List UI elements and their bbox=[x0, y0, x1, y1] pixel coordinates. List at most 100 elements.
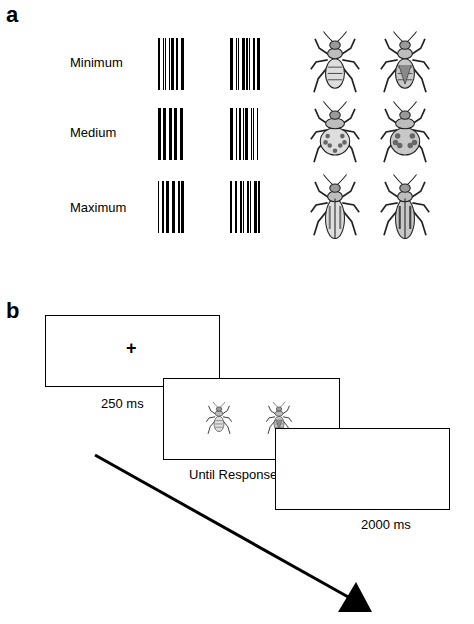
bar bbox=[165, 38, 166, 90]
bug-head bbox=[400, 41, 411, 49]
barcode-stimulus bbox=[158, 108, 183, 160]
bug-thorax bbox=[326, 118, 345, 129]
panel-letter: a bbox=[6, 2, 18, 28]
bug-stripe bbox=[400, 206, 411, 229]
bug-leg bbox=[315, 109, 329, 125]
bug-leg bbox=[311, 130, 328, 139]
bug-leg bbox=[412, 60, 429, 69]
bug-spot bbox=[408, 143, 413, 148]
bug-head bbox=[400, 184, 411, 192]
bug-spot bbox=[323, 140, 328, 145]
bar bbox=[166, 181, 169, 233]
bug-band bbox=[398, 79, 413, 80]
level-label: Maximum bbox=[70, 200, 126, 215]
bug-antenna bbox=[407, 174, 416, 185]
bug-mark bbox=[399, 65, 412, 84]
bug-stripe bbox=[330, 206, 341, 229]
bar bbox=[238, 38, 239, 90]
bar bbox=[172, 181, 175, 233]
bar bbox=[230, 181, 232, 233]
bug-leg bbox=[342, 203, 359, 212]
bug-leg bbox=[381, 203, 398, 212]
bug-stimulus bbox=[381, 31, 429, 92]
bar bbox=[242, 38, 245, 90]
bug-leg bbox=[412, 203, 429, 212]
bug-leg bbox=[411, 39, 425, 55]
bug-band bbox=[328, 73, 343, 74]
bug-abdomen bbox=[390, 128, 419, 155]
bug-leg bbox=[385, 39, 399, 55]
bar bbox=[162, 181, 164, 233]
bar bbox=[181, 38, 184, 90]
bug-spot bbox=[338, 143, 343, 148]
bug-leg bbox=[412, 137, 426, 162]
panel-letter: b bbox=[6, 298, 19, 324]
bug-antenna bbox=[393, 31, 402, 42]
bug-leg bbox=[314, 210, 328, 235]
bar bbox=[246, 38, 248, 90]
bug-leg bbox=[315, 182, 329, 198]
bar bbox=[253, 108, 254, 160]
bar bbox=[258, 181, 260, 233]
bug-thorax bbox=[396, 118, 415, 129]
bug-band bbox=[328, 67, 343, 68]
bug-thorax bbox=[398, 48, 413, 59]
bug-antenna bbox=[323, 31, 332, 42]
bug-antenna bbox=[337, 174, 346, 185]
bug-abdomen bbox=[396, 199, 415, 239]
bar bbox=[243, 181, 244, 233]
bug-antenna bbox=[323, 101, 332, 112]
bar bbox=[250, 181, 251, 233]
bug-spot bbox=[397, 143, 402, 148]
arrow-head bbox=[338, 582, 372, 612]
bar bbox=[247, 181, 249, 233]
bug-leg bbox=[385, 182, 399, 198]
bug-leg bbox=[342, 130, 359, 139]
bar bbox=[236, 108, 237, 160]
bug-leg bbox=[381, 130, 398, 139]
bug-antenna bbox=[407, 31, 416, 42]
bar bbox=[169, 108, 172, 160]
fixation-cross: + bbox=[126, 338, 137, 359]
bug-abdomen bbox=[326, 199, 345, 239]
bug-antenna bbox=[337, 31, 346, 42]
bug-leg bbox=[412, 130, 429, 139]
bug-leg bbox=[342, 67, 356, 92]
bug-leg bbox=[412, 67, 426, 92]
bug-leg bbox=[411, 182, 425, 198]
bug-leg bbox=[311, 203, 328, 212]
bug-antenna bbox=[337, 101, 346, 112]
bug-spot bbox=[325, 134, 330, 139]
bug-leg bbox=[384, 137, 398, 162]
bar bbox=[243, 108, 244, 160]
bug-thorax bbox=[328, 191, 343, 202]
bug-spot bbox=[342, 140, 347, 145]
bug-spot bbox=[393, 140, 398, 145]
bug-leg bbox=[385, 109, 399, 125]
barcode-stimulus bbox=[230, 108, 258, 160]
barcode-stimulus bbox=[158, 181, 184, 233]
bar bbox=[163, 108, 166, 160]
bug-abdomen bbox=[396, 59, 415, 88]
bug-leg bbox=[412, 210, 426, 235]
bug-leg bbox=[341, 109, 355, 125]
barcode-stimulus bbox=[230, 181, 260, 233]
bug-stimulus bbox=[381, 174, 429, 238]
bug-leg bbox=[381, 60, 398, 69]
duration-label: 2000 ms bbox=[361, 517, 411, 532]
bar bbox=[257, 108, 258, 160]
bug-spot bbox=[327, 143, 332, 148]
bar bbox=[240, 181, 242, 233]
bug-elytra-seam bbox=[404, 199, 405, 239]
bug-antenna bbox=[323, 174, 332, 185]
bug-thorax bbox=[398, 191, 413, 202]
bug-leg bbox=[384, 67, 398, 92]
bug-band bbox=[398, 67, 413, 68]
bug-leg bbox=[341, 182, 355, 198]
bug-leg bbox=[342, 60, 359, 69]
bug-spot bbox=[333, 148, 338, 153]
bug-stimulus bbox=[311, 31, 359, 92]
bar bbox=[230, 108, 233, 160]
bar bbox=[163, 38, 164, 90]
bar bbox=[235, 181, 237, 233]
